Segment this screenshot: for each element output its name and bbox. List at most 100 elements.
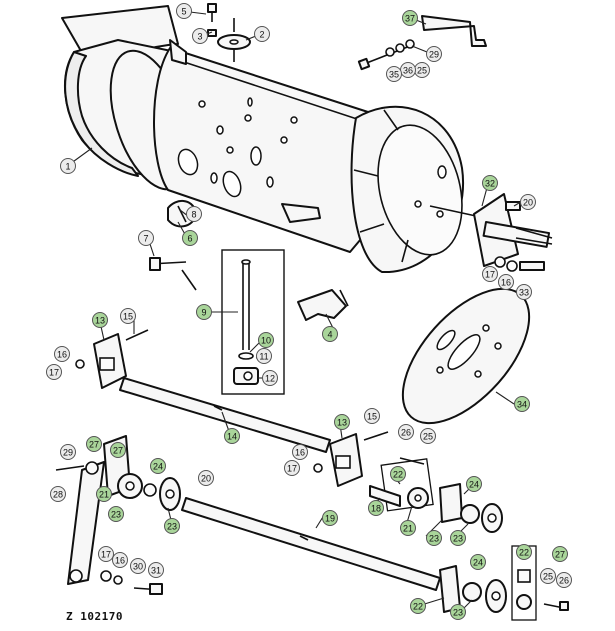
- callout-circle: [514, 396, 530, 412]
- callout-6: 6: [182, 230, 198, 246]
- callout-circle: [182, 230, 198, 246]
- callout-number: 23: [167, 522, 177, 532]
- callout-number: 21: [403, 524, 413, 534]
- callout-number: 17: [485, 270, 495, 280]
- callout-8: 8: [186, 206, 202, 222]
- callout-33: 33: [516, 284, 532, 300]
- callout-24: 24: [466, 476, 482, 492]
- callout-5: 5: [176, 3, 192, 19]
- callout-23: 23: [426, 530, 442, 546]
- callout-circle: [60, 158, 76, 174]
- callout-number: 16: [501, 278, 511, 288]
- upper-cross-shaft: [75, 329, 389, 487]
- callout-circle: [198, 470, 214, 486]
- callout-circle: [224, 428, 240, 444]
- callout-circle: [470, 554, 486, 570]
- callout-circle: [108, 506, 124, 522]
- drum-assembly: [61, 5, 477, 274]
- callout-number: 12: [265, 374, 275, 384]
- callout-number: 4: [327, 330, 332, 340]
- callout-circle: [410, 598, 426, 614]
- callout-number: 32: [485, 179, 495, 189]
- callout-number: 7: [143, 234, 148, 244]
- callout-16: 16: [112, 552, 128, 568]
- drawing-reference-code: Z 102170: [66, 610, 123, 623]
- callout-circle: [420, 428, 436, 444]
- callout-21: 21: [400, 520, 416, 536]
- callout-25: 25: [414, 62, 430, 78]
- callout-number: 6: [187, 234, 192, 244]
- callout-32: 32: [482, 175, 498, 191]
- callout-27: 27: [110, 442, 126, 458]
- lower-cross-shaft: [181, 497, 441, 591]
- callout-number: 10: [261, 336, 271, 346]
- callout-24: 24: [470, 554, 486, 570]
- callout-circle: [386, 66, 402, 82]
- callout-23: 23: [164, 518, 180, 534]
- callout-4: 4: [322, 326, 338, 342]
- callout-circle: [540, 568, 556, 584]
- callout-number: 24: [473, 558, 483, 568]
- callout-number: 30: [133, 562, 143, 572]
- upper-right-bracket: [357, 15, 487, 71]
- callout-circle: [148, 562, 164, 578]
- callout-19: 19: [322, 510, 338, 526]
- callout-1: 1: [60, 158, 76, 174]
- callout-7: 7: [138, 230, 154, 246]
- disc-cover: [401, 287, 531, 425]
- callout-circle: [192, 28, 208, 44]
- callout-circle: [46, 364, 62, 380]
- callout-34: 34: [514, 396, 530, 412]
- callout-circle: [86, 436, 102, 452]
- callout-circle: [516, 544, 532, 560]
- callout-22: 22: [516, 544, 532, 560]
- callout-17: 17: [284, 460, 300, 476]
- callout-24: 24: [150, 458, 166, 474]
- callout-circle: [482, 175, 498, 191]
- callout-21: 21: [96, 486, 112, 502]
- top-cap-assembly: [207, 3, 251, 62]
- callout-25: 25: [420, 428, 436, 444]
- callout-37: 37: [402, 10, 418, 26]
- callout-circle: [466, 476, 482, 492]
- callout-circle: [368, 500, 384, 516]
- callout-16: 16: [292, 444, 308, 460]
- callout-25: 25: [540, 568, 556, 584]
- callout-number: 9: [201, 308, 206, 318]
- callout-circle: [402, 10, 418, 26]
- callout-circle: [60, 444, 76, 460]
- callout-35: 35: [386, 66, 402, 82]
- callout-number: 5: [181, 7, 186, 17]
- callout-circle: [98, 546, 114, 562]
- callout-number: 17: [101, 550, 111, 560]
- callout-circle: [54, 346, 70, 362]
- callout-number: 11: [259, 352, 268, 362]
- callout-number: 25: [417, 66, 427, 76]
- callout-number: 20: [523, 198, 533, 208]
- callout-number: 35: [389, 70, 399, 80]
- callout-number: 26: [559, 576, 569, 586]
- callout-circle: [150, 458, 166, 474]
- callout-31: 31: [148, 562, 164, 578]
- callout-circle: [50, 486, 66, 502]
- callout-circle: [426, 46, 442, 62]
- callout-circle: [254, 26, 270, 42]
- callout-23: 23: [450, 530, 466, 546]
- callout-circle: [400, 520, 416, 536]
- callout-number: 28: [53, 490, 63, 500]
- callout-number: 1: [65, 162, 70, 172]
- callout-3: 3: [192, 28, 208, 44]
- callout-number: 27: [89, 440, 99, 450]
- callout-20: 20: [520, 194, 536, 210]
- callout-circle: [96, 486, 112, 502]
- callout-number: 20: [201, 474, 211, 484]
- callout-circle: [138, 230, 154, 246]
- callout-15: 15: [120, 308, 136, 324]
- callout-number: 18: [371, 504, 381, 514]
- callout-number: 19: [325, 514, 335, 524]
- callout-number: 17: [287, 464, 297, 474]
- callout-13: 13: [92, 312, 108, 328]
- callout-circle: [186, 206, 202, 222]
- callout-circle: [552, 546, 568, 562]
